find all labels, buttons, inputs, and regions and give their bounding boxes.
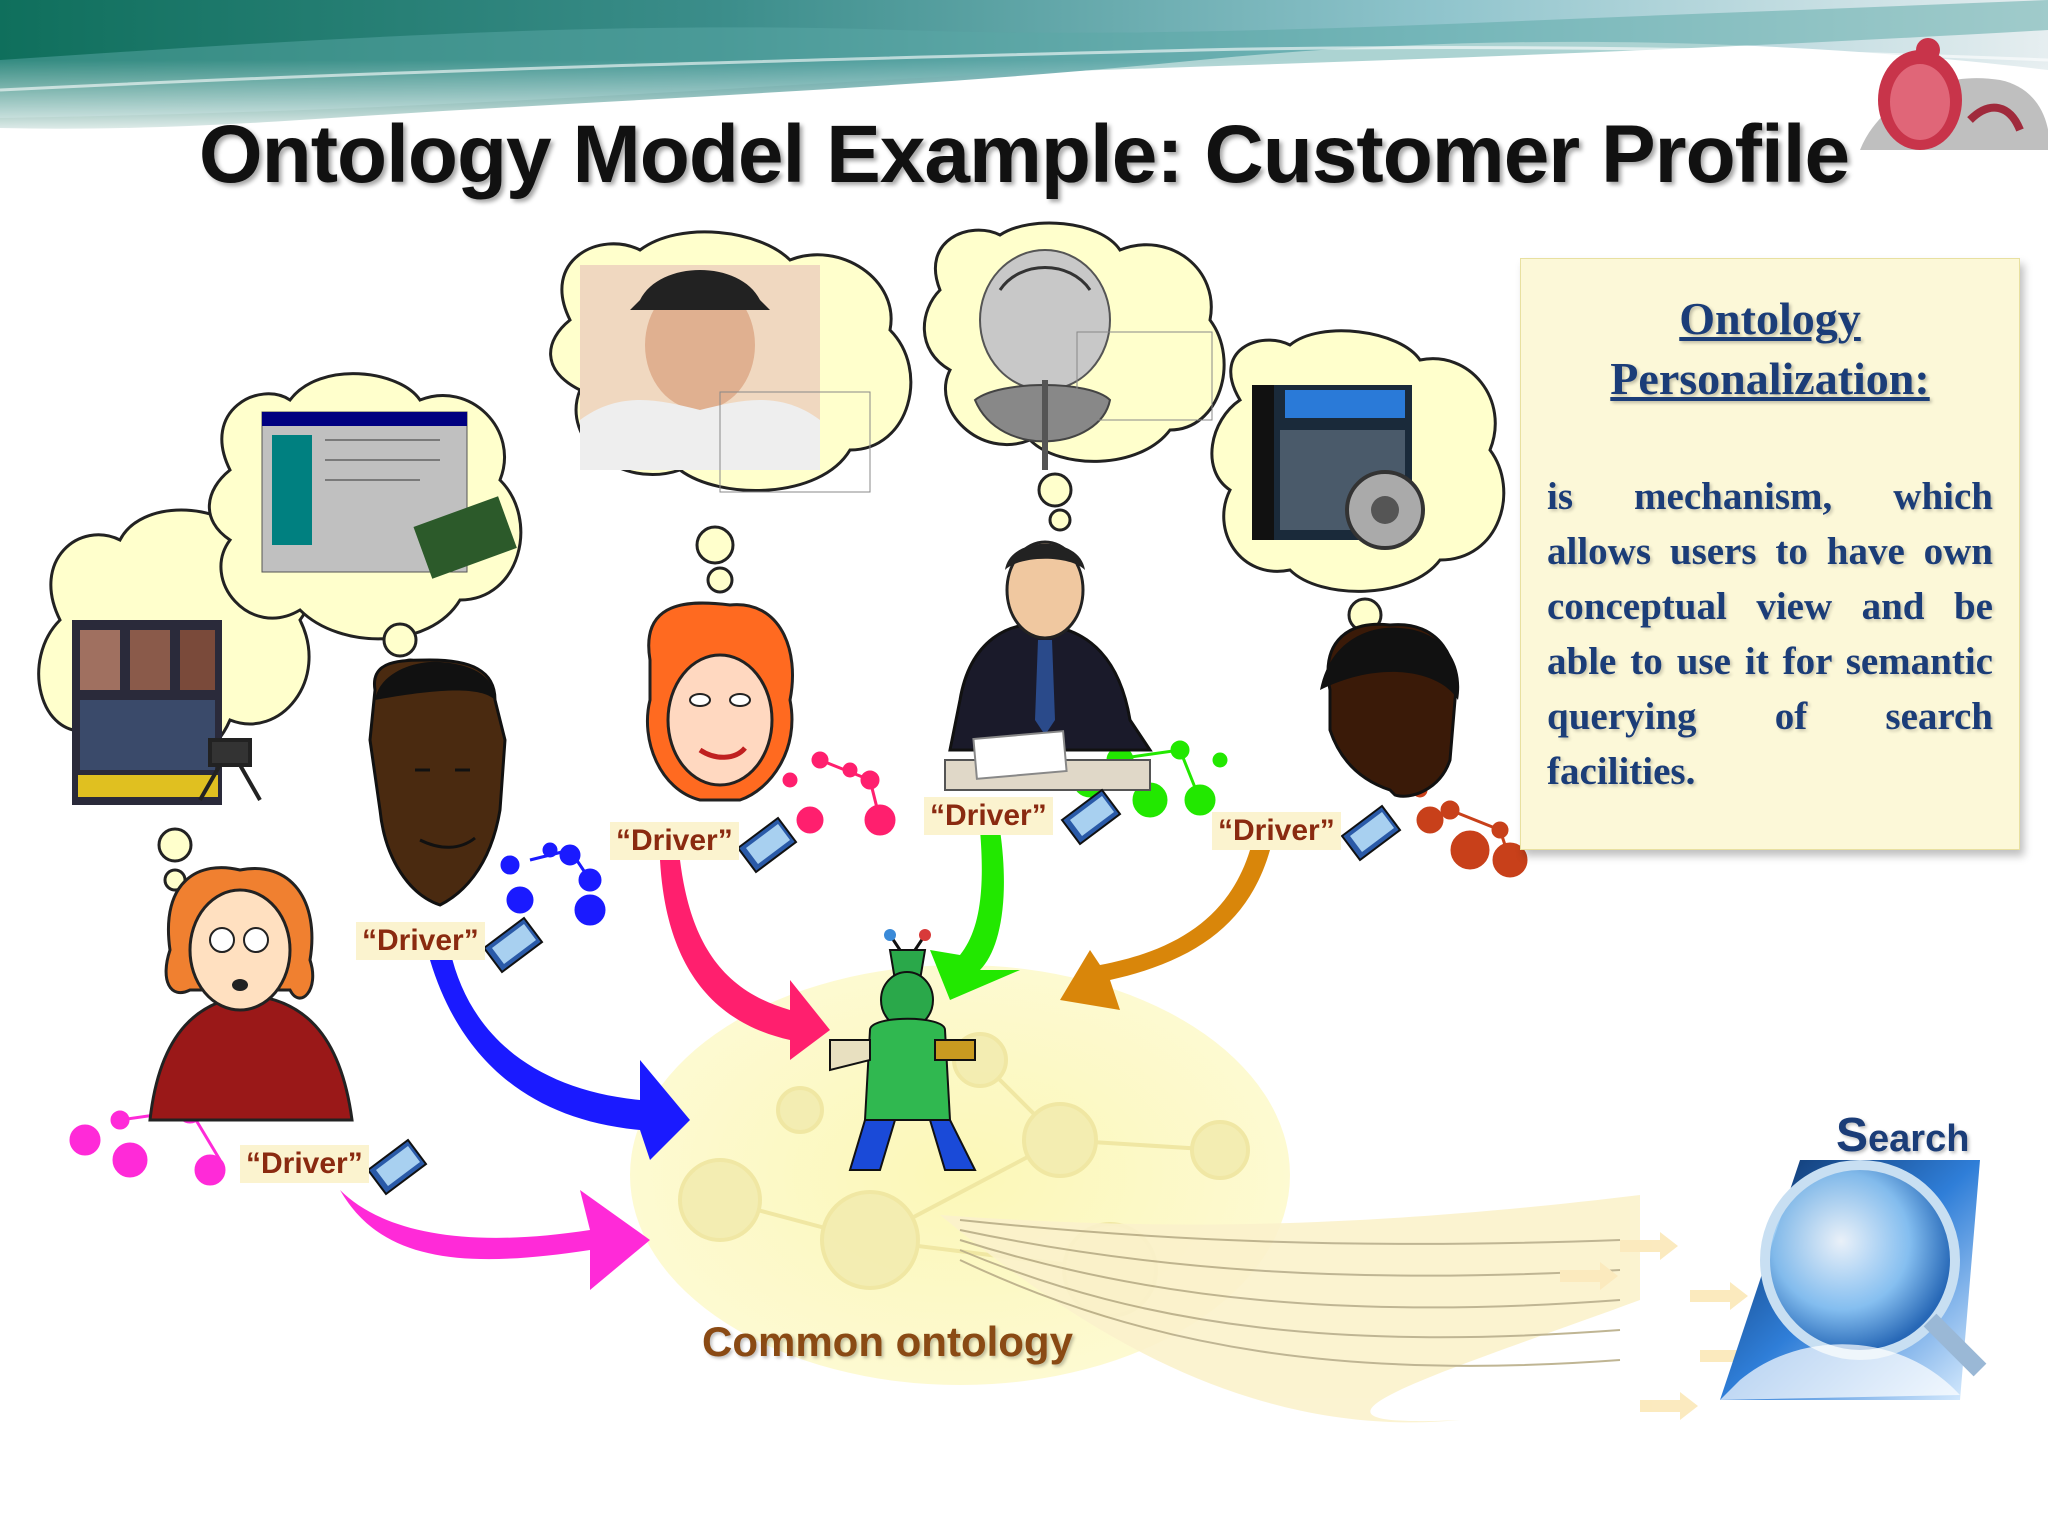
software-wizard-screenshot-image — [261, 411, 517, 579]
search-label: Search — [1836, 1108, 1969, 1163]
slide-title: Ontology Model Example: Customer Profile — [198, 109, 1850, 200]
driver-label-1: “Driver” — [240, 1145, 369, 1183]
arrow-pink — [660, 860, 830, 1060]
search-magnifier-icon — [1720, 1160, 1987, 1400]
arrow-blue — [430, 950, 690, 1160]
person-man-profile — [1320, 622, 1460, 798]
arrow-magenta — [340, 1190, 650, 1290]
racing-driver-photo-image — [580, 265, 871, 493]
mini-graph-blue — [500, 842, 606, 926]
info-heading-line1: Ontology — [1679, 293, 1861, 344]
computer-icon-4 — [1060, 788, 1122, 846]
computer-icon-2 — [482, 916, 544, 974]
info-body: is mechanism, which allows users to have… — [1547, 475, 1993, 793]
info-box: Ontology Personalization: is mechanism, … — [1520, 258, 2020, 850]
mini-graph-orange — [1412, 782, 1528, 878]
common-ontology-label: Common ontology — [702, 1318, 1073, 1365]
driver-label-2: “Driver” — [356, 922, 485, 960]
search-label-rest: earch — [1868, 1118, 1970, 1160]
info-heading-line2: Personalization: — [1610, 353, 1930, 404]
driver-label-4: “Driver” — [924, 797, 1053, 835]
person-woman-red-shirt — [148, 866, 354, 1122]
robot-agent-icon — [829, 929, 977, 1171]
person-businessman-desk — [944, 540, 1153, 791]
golf-driver-club-image — [973, 249, 1213, 470]
arrow-green — [930, 830, 1020, 1000]
logo-icon — [1860, 38, 2048, 150]
computer-icon-1 — [366, 1138, 428, 1196]
mini-graph-pink — [782, 751, 896, 836]
search-label-initial: S — [1836, 1109, 1869, 1162]
driver-videogame-box-image — [1252, 385, 1425, 550]
header-banner — [0, 0, 2048, 140]
driver-label-5: “Driver” — [1212, 812, 1341, 850]
driver-movie-poster-image — [72, 620, 262, 805]
person-woman-orange-hair — [645, 601, 794, 802]
person-man-dark-skin — [368, 658, 507, 907]
search-flow-stream — [940, 1195, 1758, 1423]
driver-label-3: “Driver” — [610, 822, 739, 860]
computer-icon-3 — [736, 816, 798, 874]
arrow-orange — [1060, 850, 1270, 1010]
computer-icon-5 — [1340, 804, 1402, 862]
